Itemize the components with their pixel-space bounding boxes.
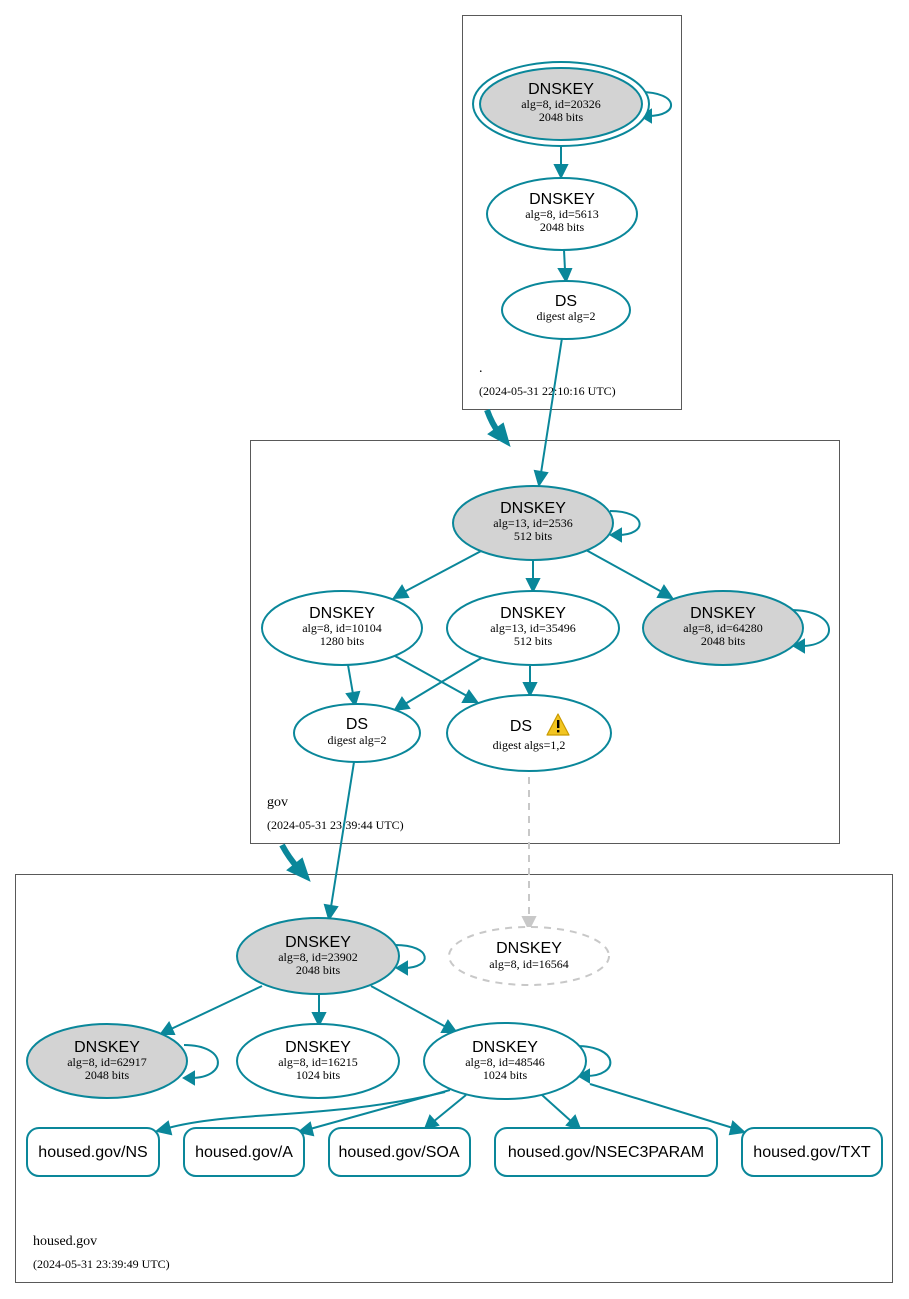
edge-gov-ksk-k64280 <box>585 549 674 600</box>
edge-gov-k64280-self <box>789 609 830 654</box>
rrset-ns[interactable]: housed.gov/NS <box>26 1127 160 1177</box>
node-bits: 2048 bits <box>296 963 341 977</box>
rrset-label: housed.gov/NS <box>38 1144 147 1161</box>
edge-housed-ksk-k48546 <box>370 985 458 1033</box>
dnskey-node-housed-16215[interactable]: DNSKEY alg=8, id=16215 1024 bits <box>236 1023 400 1099</box>
node-bits: 2048 bits <box>539 110 584 124</box>
edge-ds-b-housed-k16564-missing <box>521 777 537 932</box>
node-bits: 512 bits <box>514 634 553 648</box>
edge-housed-ksk-self <box>394 944 426 976</box>
edge-housed-ksk-k16215 <box>311 994 327 1028</box>
rrset-a[interactable]: housed.gov/A <box>183 1127 305 1177</box>
node-detail: alg=8, id=10104 <box>302 621 382 635</box>
edge-root-ksk-zsk <box>553 146 569 180</box>
node-bits: 1024 bits <box>296 1068 341 1082</box>
node-title: DNSKEY <box>500 605 566 622</box>
edge-gov-ksk-self <box>609 510 641 543</box>
dnskey-node-gov-2536[interactable]: DNSKEY alg=13, id=2536 512 bits <box>452 485 614 561</box>
warning-icon[interactable] <box>546 713 570 736</box>
zone-timestamp-housed: (2024-05-31 23:39:49 UTC) <box>33 1257 170 1271</box>
node-title: DNSKEY <box>309 605 375 622</box>
node-bits: 512 bits <box>514 529 553 543</box>
ds-node-housed-b[interactable]: DS digest algs=1,2 <box>446 694 612 772</box>
node-title: DNSKEY <box>528 81 594 98</box>
node-title: DNSKEY <box>472 1039 538 1056</box>
rrset-label: housed.gov/A <box>195 1144 293 1161</box>
delegation-edge-root-gov <box>484 408 511 448</box>
rrset-nsec3param[interactable]: housed.gov/NSEC3PARAM <box>494 1127 718 1177</box>
node-detail: digest alg=2 <box>536 309 595 323</box>
dnskey-node-housed-23902[interactable]: DNSKEY alg=8, id=23902 2048 bits <box>236 917 400 995</box>
dnskey-node-gov-64280[interactable]: DNSKEY alg=8, id=64280 2048 bits <box>642 590 804 666</box>
node-title: DNSKEY <box>496 940 562 957</box>
node-bits: 2048 bits <box>701 634 746 648</box>
edge-gov-ksk-k10104 <box>392 549 484 600</box>
rrset-label: housed.gov/TXT <box>753 1144 871 1161</box>
node-title: DNSKEY <box>285 1039 351 1056</box>
dnskey-node-housed-16564[interactable]: DNSKEY alg=8, id=16564 <box>448 926 610 986</box>
zone-name-gov: gov <box>267 795 288 810</box>
zone-name-housed: housed.gov <box>33 1234 97 1249</box>
dnskey-node-root-5613[interactable]: DNSKEY alg=8, id=5613 2048 bits <box>486 177 638 251</box>
ds-node-housed-a[interactable]: DS digest alg=2 <box>293 703 421 763</box>
edge-k48546-txt <box>589 1083 747 1136</box>
edge-gov-ksk-k35496 <box>525 560 541 594</box>
edge-ds-gov-ksk <box>533 337 563 488</box>
node-title: DS <box>346 716 368 733</box>
edge-root-zsk-ds <box>557 249 573 284</box>
edge-housed-k48546-self <box>575 1045 612 1084</box>
dnskey-node-gov-10104[interactable]: DNSKEY alg=8, id=10104 1280 bits <box>261 590 423 666</box>
zone-name-root: . <box>479 361 483 376</box>
edge-k10104-ds-b <box>394 655 479 703</box>
ds-node-gov[interactable]: DS digest alg=2 <box>501 280 631 340</box>
node-detail: alg=8, id=16215 <box>278 1055 358 1069</box>
edge-k48546-a <box>296 1089 451 1137</box>
node-bits: 2048 bits <box>85 1068 130 1082</box>
node-detail: alg=8, id=48546 <box>465 1055 545 1069</box>
node-bits: 1024 bits <box>483 1068 528 1082</box>
node-title: DS <box>555 293 577 310</box>
node-title: DS <box>510 718 532 735</box>
edge-k10104-ds-a <box>345 664 361 708</box>
rrset-txt[interactable]: housed.gov/TXT <box>741 1127 883 1177</box>
node-title: DNSKEY <box>285 934 351 951</box>
edge-housed-k62917-self <box>182 1044 219 1086</box>
node-detail: alg=8, id=23902 <box>278 950 358 964</box>
edge-housed-ksk-k62917 <box>159 985 263 1035</box>
rrset-soa[interactable]: housed.gov/SOA <box>328 1127 471 1177</box>
node-detail: alg=8, id=5613 <box>525 207 599 221</box>
dnskey-node-housed-48546[interactable]: DNSKEY alg=8, id=48546 1024 bits <box>423 1022 587 1100</box>
edge-ds-a-housed-ksk <box>323 761 355 922</box>
node-title: DNSKEY <box>690 605 756 622</box>
edge-k35496-ds-b <box>522 666 538 698</box>
edge-k48546-ns <box>154 1091 446 1136</box>
node-bits: 2048 bits <box>540 220 585 234</box>
node-detail: alg=8, id=16564 <box>489 957 569 971</box>
node-title: DNSKEY <box>529 191 595 208</box>
node-detail: alg=8, id=64280 <box>683 621 763 635</box>
rrset-label: housed.gov/NSEC3PARAM <box>508 1144 704 1161</box>
rrset-label: housed.gov/SOA <box>339 1144 460 1161</box>
node-detail: digest algs=1,2 <box>493 738 566 752</box>
node-detail: alg=8, id=20326 <box>521 97 601 111</box>
node-detail: alg=13, id=35496 <box>490 621 576 635</box>
node-detail: alg=13, id=2536 <box>493 516 573 530</box>
node-detail: alg=8, id=62917 <box>67 1055 147 1069</box>
zone-timestamp-root: (2024-05-31 22:10:16 UTC) <box>479 384 616 398</box>
zone-timestamp-gov: (2024-05-31 23:39:44 UTC) <box>267 818 404 832</box>
edge-k35496-ds-a <box>393 656 484 712</box>
node-bits: 1280 bits <box>320 634 365 648</box>
node-detail: digest alg=2 <box>327 733 386 747</box>
dnskey-node-housed-62917[interactable]: DNSKEY alg=8, id=62917 2048 bits <box>26 1023 188 1099</box>
node-title: DNSKEY <box>500 500 566 517</box>
dnskey-node-root-20326[interactable]: DNSKEY alg=8, id=20326 2048 bits <box>472 61 650 147</box>
node-title: DNSKEY <box>74 1039 140 1056</box>
delegation-edge-gov-housed <box>279 843 311 882</box>
dnskey-node-gov-35496[interactable]: DNSKEY alg=13, id=35496 512 bits <box>446 590 620 666</box>
